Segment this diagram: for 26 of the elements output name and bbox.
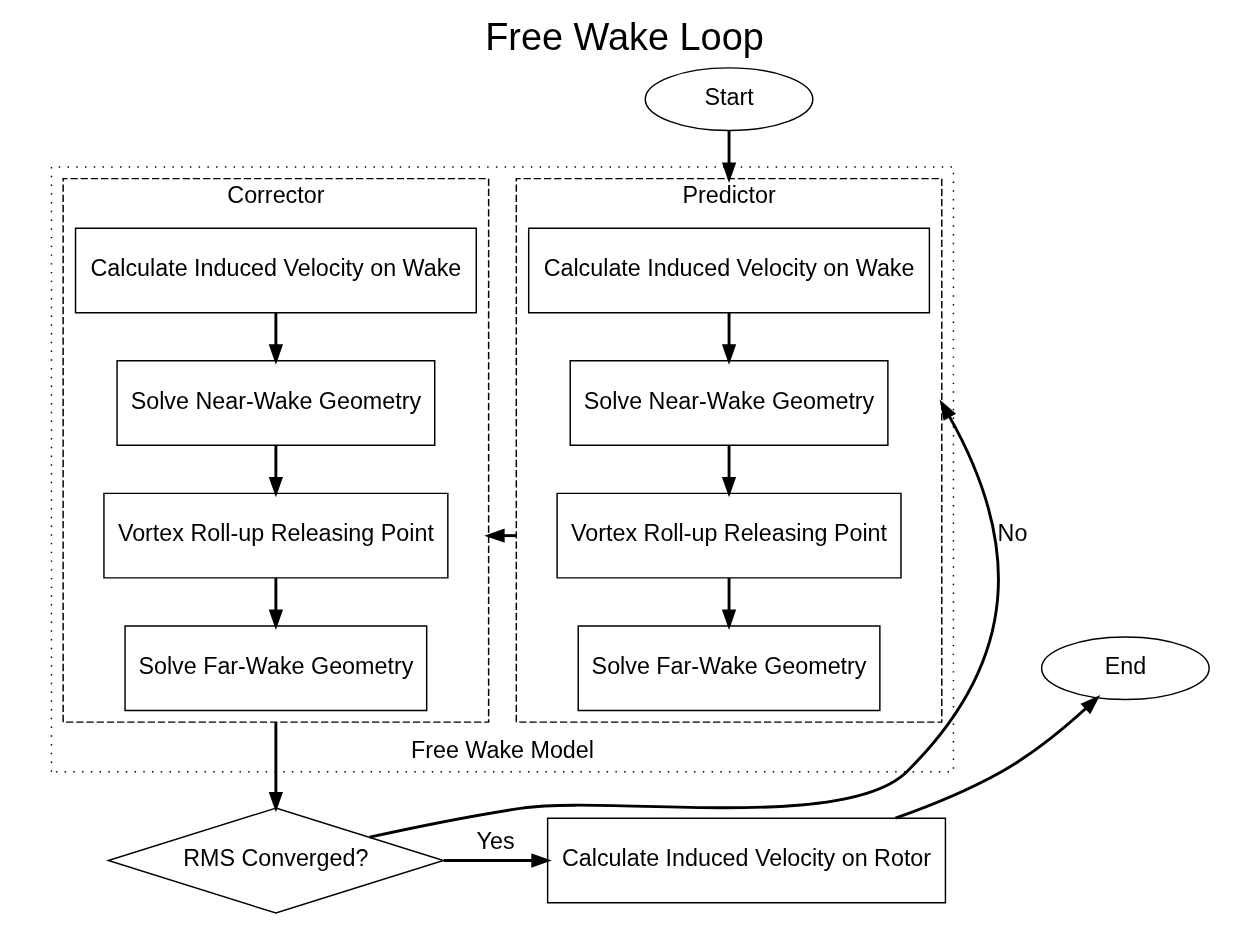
arrow: [721, 578, 737, 630]
arrow: [894, 695, 1101, 820]
node-box: Solve Far-Wake Geometry: [124, 625, 428, 712]
node-diamond: RMS Converged?: [105, 807, 446, 914]
arrow: [721, 130, 737, 184]
node-box: Calculate Induced Velocity on Wake: [527, 227, 931, 314]
arrow: [268, 722, 284, 813]
arrow: [721, 312, 737, 365]
node-box: Calculate Induced Velocity on Wake: [74, 227, 477, 314]
node-box: Calculate Induced Velocity on Rotor: [546, 817, 947, 904]
arrow: [369, 399, 1000, 839]
node-box: Solve Far-Wake Geometry: [577, 625, 881, 712]
arrow: [443, 853, 552, 868]
arrow: [721, 445, 737, 498]
node-box: Vortex Roll-up Releasing Point: [103, 492, 449, 579]
node-ellipse: Start: [644, 67, 814, 132]
node-box: Vortex Roll-up Releasing Point: [556, 492, 902, 579]
node-box: Solve Near-Wake Geometry: [569, 360, 889, 447]
arrow: [268, 445, 284, 498]
arrow: [268, 312, 284, 365]
arrow: [268, 578, 284, 630]
node-ellipse: End: [1040, 636, 1210, 701]
edge-label: Yes: [476, 827, 515, 854]
edge-label: No: [997, 520, 1028, 547]
diagram-title: Free Wake Loop: [485, 16, 764, 59]
node-box: Solve Near-Wake Geometry: [116, 360, 436, 447]
